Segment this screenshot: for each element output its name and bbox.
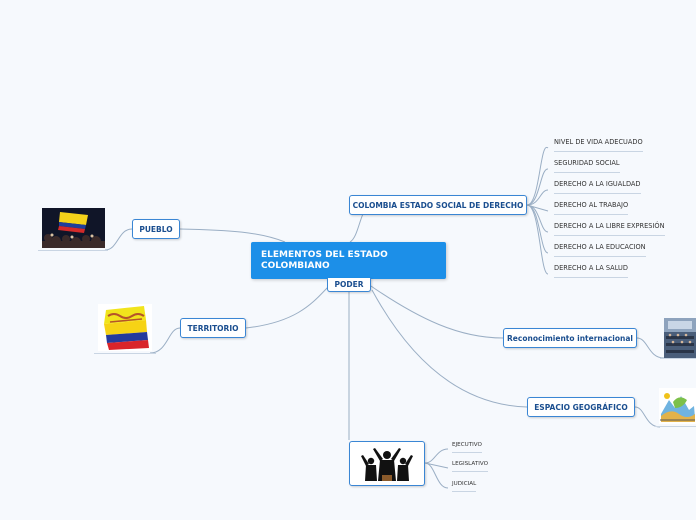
pueblo-image [42, 208, 105, 248]
node-espacio-label: ESPACIO GEOGRÁFICO [534, 402, 628, 412]
node-pueblo[interactable]: PUEBLO [132, 219, 180, 239]
poder-item-2[interactable]: JUDICIAL [452, 481, 477, 492]
link-derecho-0 [526, 147, 549, 206]
leaders-silhouette-icon [354, 444, 420, 483]
link-espacio [371, 289, 528, 408]
territorio-image [98, 304, 152, 351]
link-poder-2 [424, 462, 449, 489]
link-poder-0 [424, 448, 449, 464]
node-social-derecho[interactable]: COLOMBIA ESTADO SOCIAL DE DERECHO [349, 195, 527, 215]
link-pueblo-pic [104, 228, 133, 251]
derecho-item-5[interactable]: DERECHO A LA EDUCACION [554, 243, 646, 257]
node-social-derecho-label: COLOMBIA ESTADO SOCIAL DE DERECHO [352, 200, 524, 210]
crowd-flag-icon [42, 208, 105, 248]
link-pueblo [179, 228, 286, 243]
link-territorio-pic [149, 327, 181, 354]
link-derecho-6 [526, 204, 549, 275]
assembly-icon [664, 318, 696, 358]
derecho-item-2[interactable]: DERECHO A LA IGUALDAD [554, 180, 641, 194]
node-territorio-label: TERRITORIO [187, 323, 239, 333]
node-reconocimiento-label: Reconocimiento internacional [507, 333, 633, 343]
link-derecho-2 [526, 189, 549, 206]
link-derecho-1 [526, 168, 549, 206]
poder-label[interactable]: PODER [327, 278, 371, 292]
poder-text: PODER [334, 280, 364, 289]
node-territorio[interactable]: TERRITORIO [180, 318, 246, 338]
pueblo-image-underline [38, 250, 108, 251]
node-espacio[interactable]: ESPACIO GEOGRÁFICO [527, 397, 635, 417]
link-territorio [245, 284, 331, 329]
colombia-flag-icon [98, 304, 152, 351]
espacio-image [659, 388, 696, 424]
node-pueblo-label: PUEBLO [139, 224, 173, 234]
link-reconocimiento-pic [636, 337, 665, 359]
geography-icon [659, 388, 696, 424]
root-title: ELEMENTOS DEL ESTADO COLOMBIANO [261, 250, 388, 271]
derecho-item-4[interactable]: DERECHO A LA LIBRE EXPRESIÓN [554, 222, 665, 236]
derecho-item-1[interactable]: SEGURIDAD SOCIAL [554, 159, 620, 173]
derecho-item-0[interactable]: NIVEL DE VIDA ADECUADO [554, 138, 643, 152]
link-espacio-pic [634, 406, 661, 428]
node-poder-image[interactable] [349, 441, 425, 486]
reconocimiento-image-underline [660, 358, 696, 359]
poder-item-0[interactable]: EJECUTIVO [452, 442, 482, 453]
derecho-item-6[interactable]: DERECHO A LA SALUD [554, 264, 628, 278]
root-node[interactable]: ELEMENTOS DEL ESTADO COLOMBIANO [251, 242, 446, 279]
derecho-item-3[interactable]: DERECHO AL TRABAJO [554, 201, 629, 215]
node-reconocimiento[interactable]: Reconocimiento internacional [503, 328, 637, 348]
espacio-image-underline [655, 426, 696, 427]
reconocimiento-image [664, 318, 696, 358]
territorio-image-underline [94, 353, 156, 354]
poder-item-1[interactable]: LEGISLATIVO [452, 461, 489, 472]
link-reconocimiento [367, 283, 504, 339]
